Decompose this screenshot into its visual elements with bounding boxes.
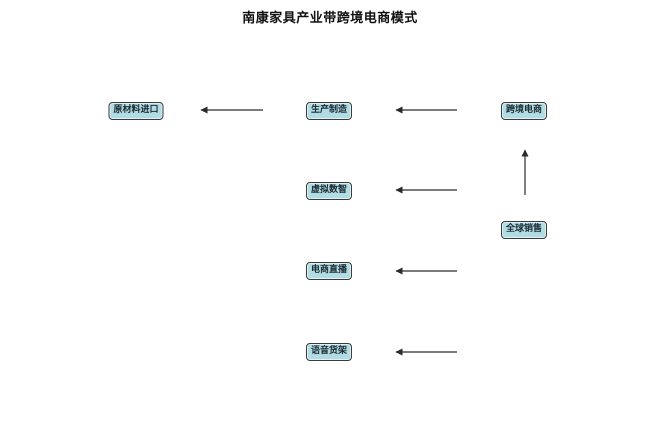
- node-voice-shelf: 语音货架: [305, 343, 353, 361]
- node-raw-material-import: 原材料进口: [108, 102, 164, 120]
- node-cross-border-ecommerce: 跨境电商: [500, 102, 548, 120]
- diagram-title: 南康家具产业带跨境电商模式: [242, 11, 418, 26]
- node-virtual-digital-intelligence: 虚拟数智: [305, 182, 353, 200]
- node-production-manufacturing: 生产制造: [305, 102, 353, 120]
- arrow-group: [200, 106, 529, 356]
- node-ecommerce-livestream: 电商直播: [305, 262, 353, 280]
- node-global-sales: 全球销售: [500, 221, 548, 239]
